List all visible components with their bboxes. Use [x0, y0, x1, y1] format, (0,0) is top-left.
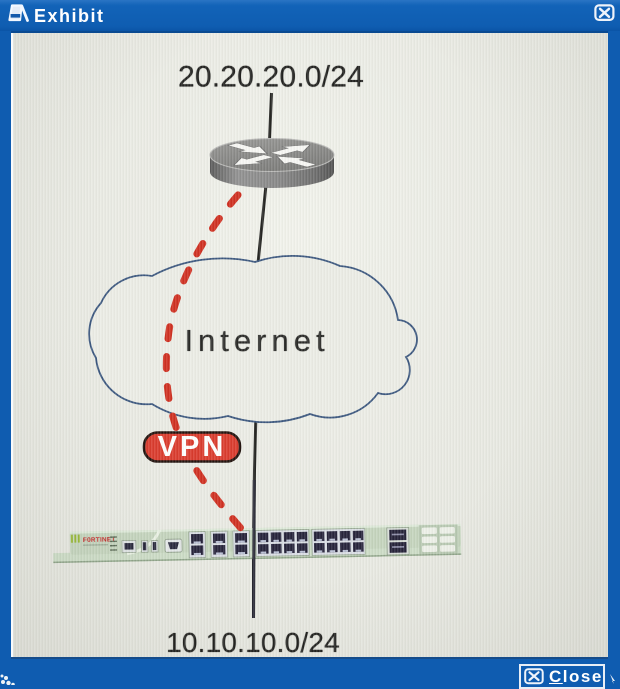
svg-text:F0RTINET: F0RTINET — [83, 536, 116, 544]
svg-text:10.10.10.0/24: 10.10.10.0/24 — [166, 627, 340, 657]
svg-text:VPN: VPN — [158, 431, 227, 463]
svg-text:Internet: Internet — [184, 323, 329, 358]
svg-text:20.20.20.0/24: 20.20.20.0/24 — [178, 61, 364, 94]
